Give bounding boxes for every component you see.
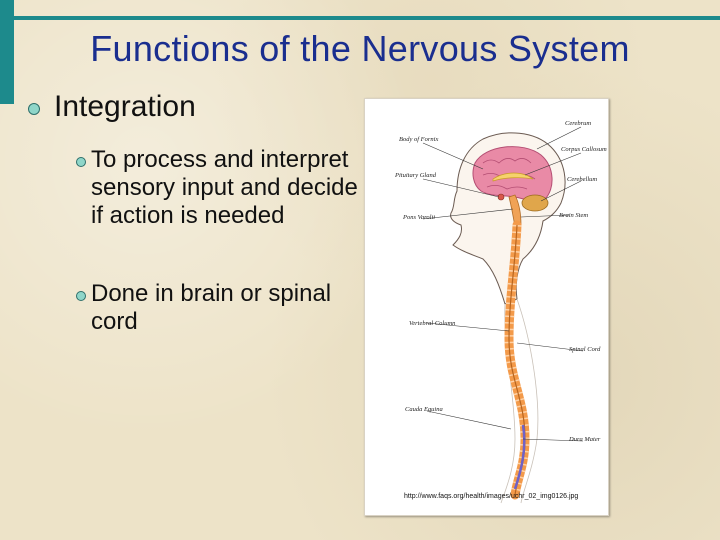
accent-bar-top [14, 16, 720, 20]
bullet-integration: Integration [24, 90, 196, 124]
label-cauda-equina: Cauda Equina [405, 406, 443, 413]
label-cerebrum: Cerebrum [565, 120, 591, 127]
label-corpus-callosum: Corpus Callosum [561, 146, 607, 153]
sub-bullet-text: Done in brain or spinal cord [91, 280, 332, 335]
nervous-system-illustration: Body of Fornix Pituitary Gland Pons Varo… [394, 120, 607, 504]
label-cerebellum: Cerebellum [567, 176, 597, 183]
bullet-dot-icon [76, 157, 86, 167]
slide-title: Functions of the Nervous System [90, 28, 630, 69]
image-credit-link[interactable]: http://www.faqs.org/health/images/uchr_0… [404, 493, 579, 500]
leader-lines [422, 126, 584, 442]
label-vertebral-column: Vertebral Column [409, 320, 455, 327]
bullet-dot-icon [76, 291, 86, 301]
bullet-text: Integration [54, 90, 196, 123]
label-dura-mater: Dura Mater [568, 436, 601, 443]
dura-mater-sac [513, 424, 526, 490]
bullet-dot-icon [28, 103, 40, 115]
brain-cerebellum [521, 194, 549, 212]
sub-bullet-process: To process and interpret sensory input a… [76, 146, 361, 230]
brain-corpus-callosum [492, 172, 534, 182]
label-pons-varolii: Pons Varolii [402, 214, 435, 221]
label-brain-stem: Brain Stem [559, 212, 588, 219]
label-body-of-fornix: Body of Fornix [399, 136, 438, 143]
accent-bar-left [0, 0, 14, 104]
label-spinal-cord: Spinal Cord [569, 346, 601, 353]
nervous-system-diagram: Body of Fornix Pituitary Gland Pons Varo… [364, 98, 609, 516]
sub-bullet-location: Done in brain or spinal cord [76, 280, 361, 336]
sub-bullet-text: To process and interpret sensory input a… [91, 146, 358, 229]
label-pituitary-gland: Pituitary Gland [394, 172, 437, 179]
